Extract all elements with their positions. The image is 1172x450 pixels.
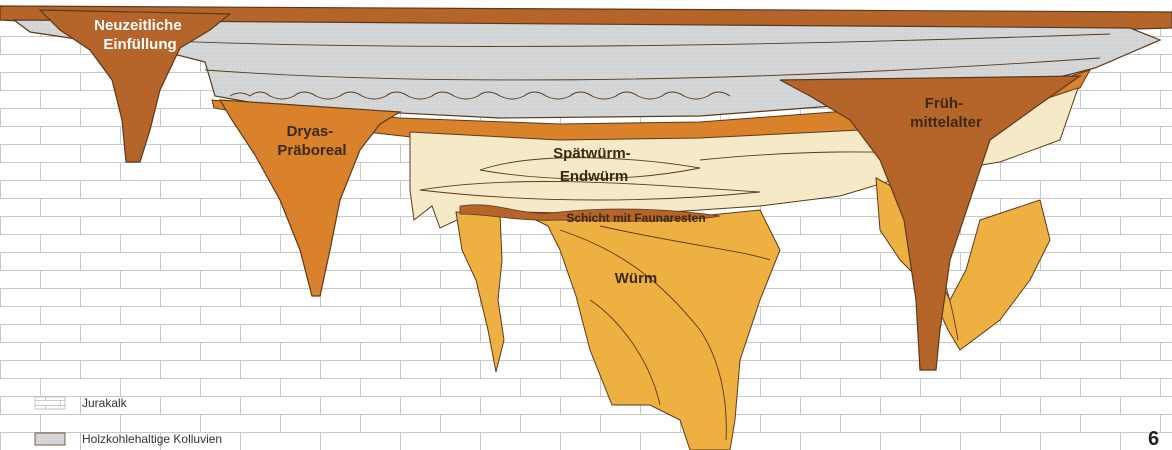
label-spaetwuerm-line2: Endwürm	[560, 168, 628, 185]
label-frueh-line1: Früh-	[925, 95, 963, 112]
page-number: 6	[1148, 428, 1159, 450]
legend-swatch-jurakalk	[35, 397, 65, 409]
legend-label-jurakalk: Jurakalk	[82, 396, 128, 410]
label-wuerm: Würm	[615, 270, 658, 287]
label-dryas-line2: Präboreal	[277, 142, 346, 159]
label-schicht-mit-faunaresten: Schicht mit Faunaresten	[566, 211, 705, 225]
label-spaetwuerm-line1: Spätwürm-	[553, 145, 631, 162]
label-neuzeitliche-line2: Einfüllung	[103, 36, 176, 53]
label-frueh-line2: mittelalter	[910, 114, 982, 131]
legend-swatch-kolluvien	[35, 433, 65, 445]
legend-label-kolluvien: Holzkohlehaltige Kolluvien	[82, 432, 222, 446]
label-neuzeitliche-line1: Neuzeitliche	[94, 17, 182, 34]
label-dryas-line1: Dryas-	[287, 123, 334, 140]
